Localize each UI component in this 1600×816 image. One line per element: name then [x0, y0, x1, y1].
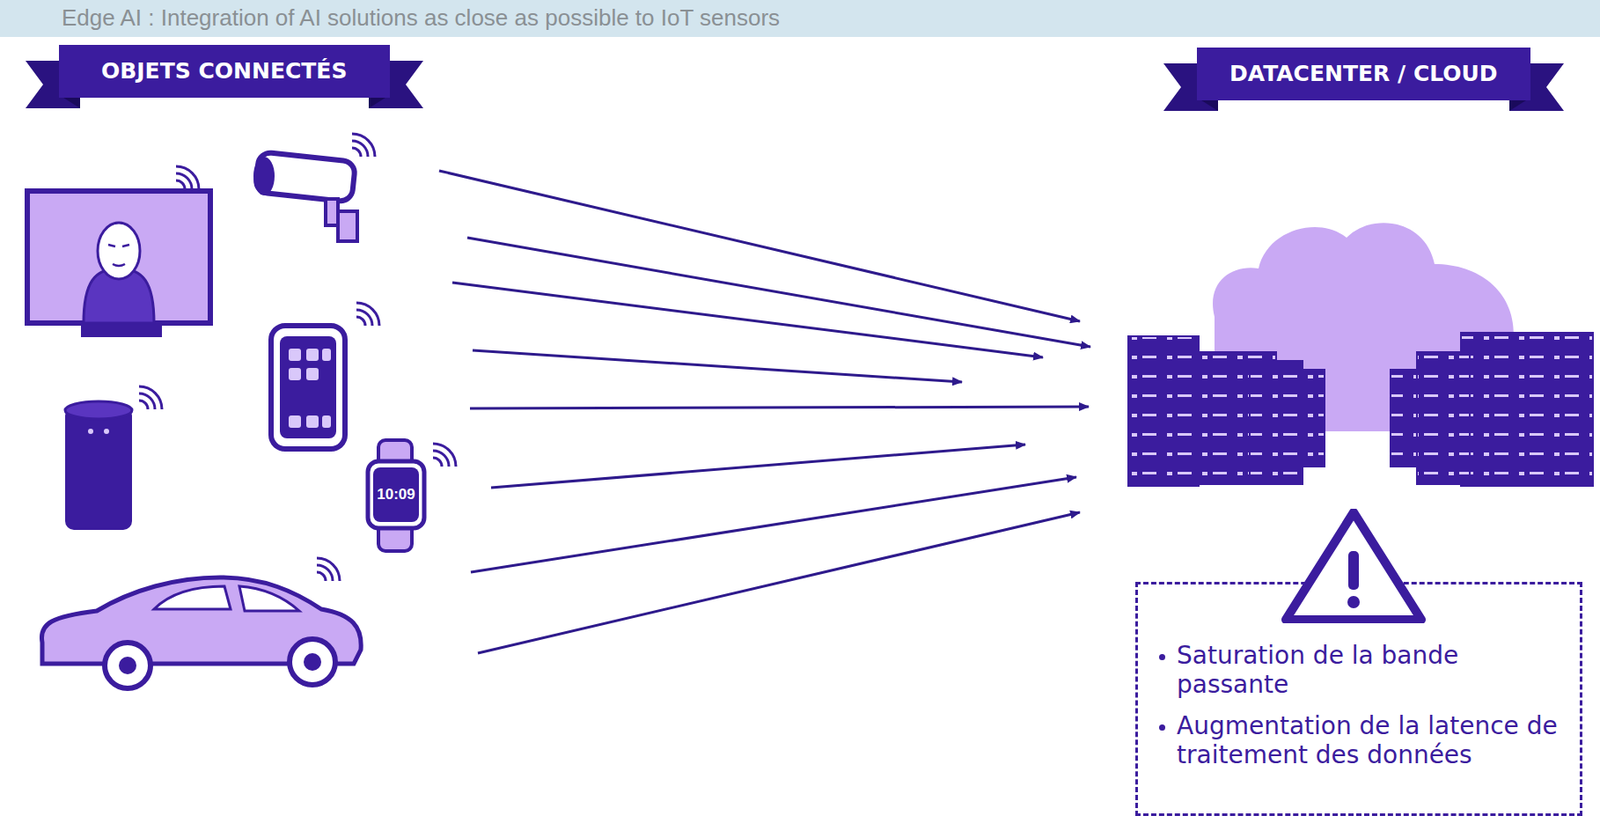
bullet-dot: [1159, 653, 1166, 661]
ribbon-label: OBJETS CONNECTÉS: [101, 46, 347, 96]
data-flow-arrows: [439, 170, 1091, 654]
warning-triangle: [1278, 508, 1429, 624]
datacenter-illustration: [1128, 222, 1593, 486]
page-title: Edge AI : Integration of AI solutions as…: [61, 4, 780, 32]
title-ribbon: DATACENTER / CLOUD: [1163, 45, 1564, 115]
warning-box: Saturation de la bande passanteAugmentat…: [1135, 581, 1583, 816]
ribbon-label: DATACENTER / CLOUD: [1229, 49, 1498, 99]
phone-icon: [271, 302, 380, 449]
watch-time: 10:09: [373, 467, 419, 522]
tv-icon: [27, 166, 211, 338]
bullet-item: Augmentation de la latence de traitement…: [1176, 711, 1566, 770]
bullet-item: Saturation de la bande passante: [1176, 640, 1566, 699]
car-icon: [41, 557, 361, 689]
warning-text: Augmentation de la latence de traitement…: [1176, 711, 1566, 770]
bullet-dot: [1159, 724, 1166, 731]
title-band: [0, 0, 1600, 37]
speaker-icon: [65, 386, 162, 530]
watch-icon: [367, 440, 456, 551]
camera-icon: [253, 133, 375, 242]
warning-text: Saturation de la bande passante: [1176, 640, 1566, 699]
title-ribbon: OBJETS CONNECTÉS: [25, 43, 424, 112]
